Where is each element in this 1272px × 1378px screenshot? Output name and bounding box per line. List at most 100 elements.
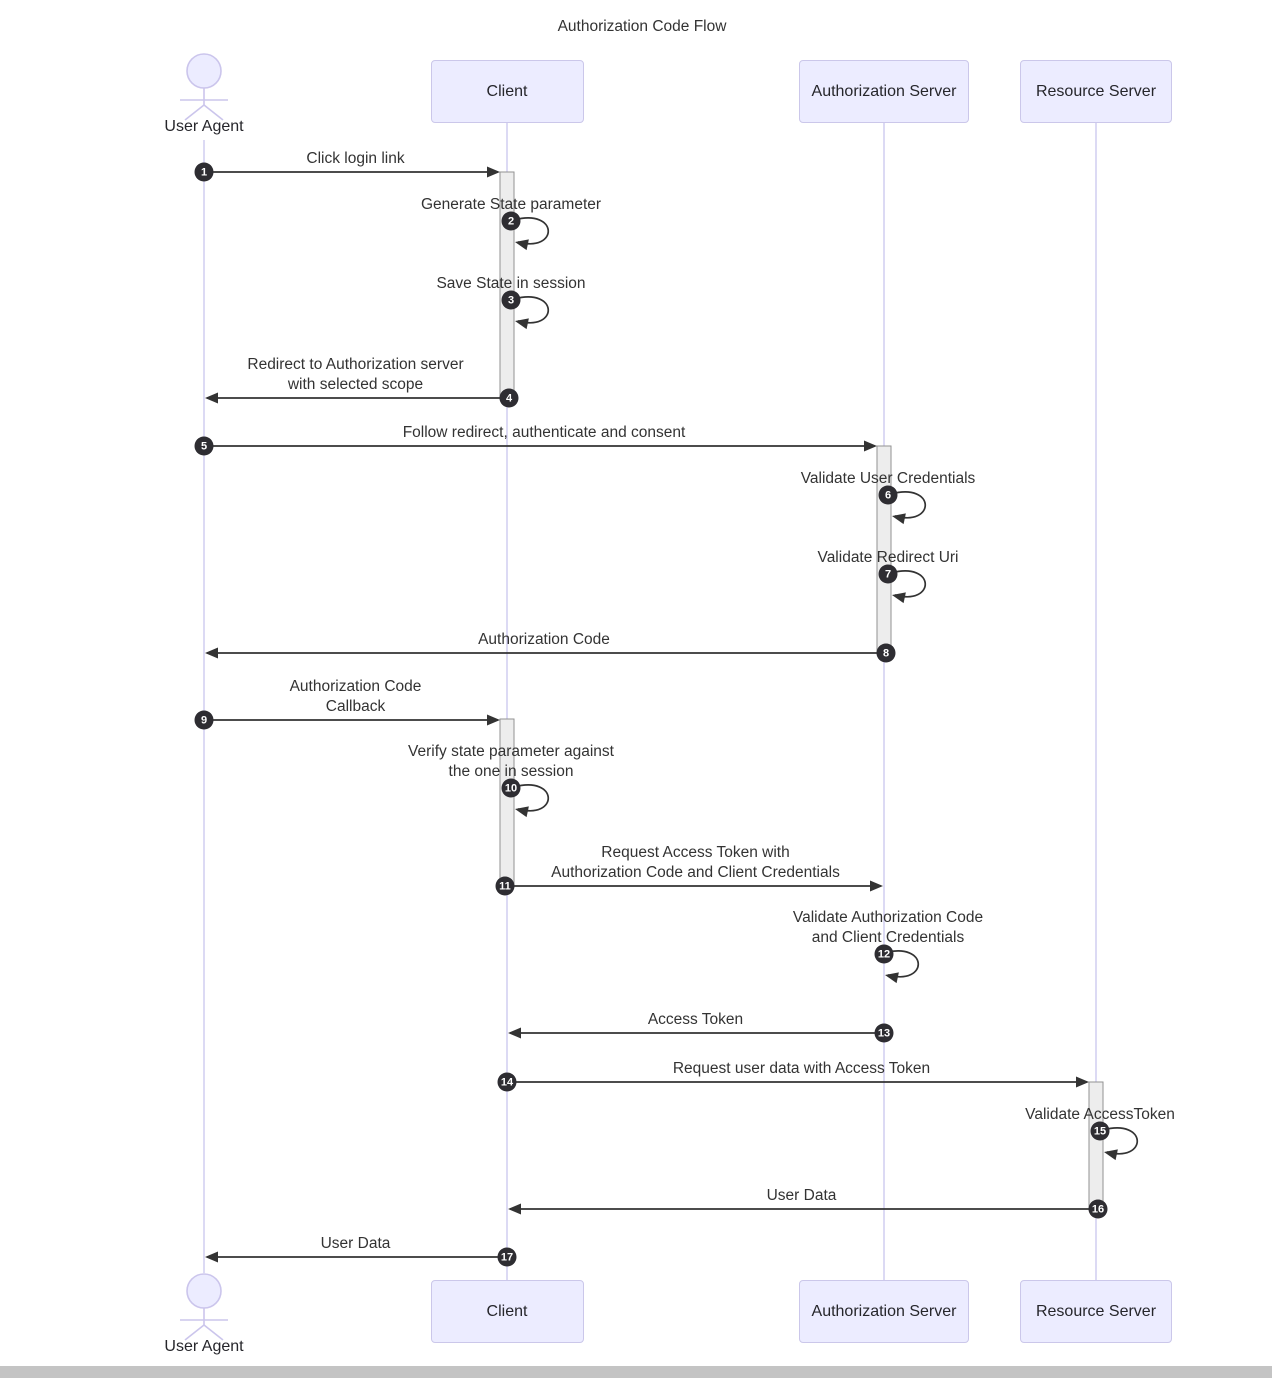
horizontal-scrollbar-track xyxy=(0,1366,1272,1378)
message-arrowhead-1 xyxy=(487,166,500,178)
sequence-number-badge xyxy=(495,876,515,896)
self-message-arrowhead-12 xyxy=(885,972,899,984)
actor-figure-top-leg xyxy=(203,104,224,121)
sequence-number: 16 xyxy=(1092,1204,1104,1216)
sequence-number: 12 xyxy=(878,949,890,961)
sequence-number-badge xyxy=(1090,1121,1110,1141)
self-message-arrowhead-2 xyxy=(515,239,529,251)
participant-box-client-bottom: Client xyxy=(430,1280,584,1343)
message-label-13: Access Token xyxy=(648,1010,743,1030)
sequence-number-badge xyxy=(194,436,214,456)
sequence-number: 4 xyxy=(506,393,513,405)
message-label-line: Save State in session xyxy=(436,274,586,292)
message-arrowhead-8 xyxy=(205,647,218,659)
participant-label: Client xyxy=(486,82,528,100)
message-arrowhead-14 xyxy=(1076,1076,1089,1088)
message-label-line: Authorization Code xyxy=(478,630,610,648)
message-label-line: Verify state parameter against xyxy=(408,743,614,760)
self-message-loop-2 xyxy=(513,217,550,245)
sequence-number: 7 xyxy=(885,569,891,581)
sequence-number-badge xyxy=(194,162,214,182)
self-message-loop-6 xyxy=(890,491,927,519)
self-message-arrowhead-15 xyxy=(1104,1149,1118,1161)
sequence-number-badge xyxy=(876,643,896,663)
message-label-17: User Data xyxy=(321,1234,391,1254)
message-label-line: Validate Authorization Code xyxy=(792,909,984,926)
self-message-loop-10 xyxy=(513,784,550,812)
sequence-number-badge xyxy=(501,778,521,798)
participant-box-client-top: Client xyxy=(430,60,584,123)
sequence-number: 9 xyxy=(201,715,207,727)
message-label-line: Request user data with Access Token xyxy=(672,1059,931,1077)
message-label-line: and Client Credentials xyxy=(811,928,965,946)
diagram-title: Authorization Code Flow xyxy=(557,18,727,35)
participant-box-auth-server-top: Authorization Server xyxy=(799,60,969,123)
sequence-number-badge xyxy=(499,388,519,408)
message-arrowhead-13 xyxy=(508,1027,521,1039)
message-label-line: Authorization Code and Client Credential… xyxy=(551,863,840,881)
message-label-line: User Data xyxy=(766,1186,837,1204)
sequence-number-badge xyxy=(497,1247,517,1267)
actor-figure-top-leg xyxy=(184,104,205,121)
message-arrowhead-9 xyxy=(487,714,500,726)
message-label-line: Click login link xyxy=(306,149,405,167)
actor-label-user-agent-top: User Agent xyxy=(164,118,244,135)
message-label-line: Request Access Token with xyxy=(601,844,790,861)
message-label-line: Access Token xyxy=(647,1010,744,1028)
message-label-14: Request user data with Access Token xyxy=(673,1059,930,1079)
sequence-number-badge xyxy=(878,564,898,584)
participant-label: Resource Server xyxy=(1035,82,1157,100)
actor-figure-bottom-leg xyxy=(184,1324,205,1341)
message-arrowhead-16 xyxy=(508,1203,521,1215)
sequence-number-badge xyxy=(1088,1199,1108,1219)
actor-figure-bottom-leg xyxy=(203,1324,224,1341)
sequence-number: 11 xyxy=(499,881,511,893)
message-label-line: Validate AccessToken xyxy=(1025,1105,1175,1123)
message-label-5: Follow redirect, authenticate and consen… xyxy=(403,423,686,443)
self-message-arrowhead-7 xyxy=(892,592,906,604)
message-label-16: User Data xyxy=(767,1186,837,1206)
message-label-line: Callback xyxy=(325,697,386,715)
message-label-3: Save State in session xyxy=(436,274,585,294)
self-message-arrowhead-6 xyxy=(892,513,906,525)
sequence-number: 2 xyxy=(508,216,514,228)
self-message-loop-15 xyxy=(1102,1127,1139,1155)
message-label-6: Validate User Credentials xyxy=(801,469,976,489)
message-label-line: Validate User Credentials xyxy=(800,469,976,487)
sequence-number: 1 xyxy=(201,167,207,179)
sequence-number: 15 xyxy=(1094,1126,1106,1138)
horizontal-scrollbar-thumb[interactable] xyxy=(0,1366,1272,1378)
message-label-1: Click login link xyxy=(306,149,404,169)
sequence-number-badge xyxy=(878,485,898,505)
message-label-12: Validate Authorization Code and Client Cr… xyxy=(793,908,983,947)
self-message-arrowhead-3 xyxy=(515,318,529,330)
message-arrowhead-11 xyxy=(870,880,883,892)
participant-label: Authorization Server xyxy=(811,82,957,100)
message-label-line: Generate State parameter xyxy=(420,195,602,213)
participant-label: Authorization Server xyxy=(811,1302,957,1320)
sequence-number: 10 xyxy=(505,783,517,795)
self-message-arrowhead-10 xyxy=(515,806,529,818)
message-label-line: Authorization Code xyxy=(289,678,422,695)
message-label-line: User Data xyxy=(320,1234,391,1252)
sequence-number: 3 xyxy=(508,295,514,307)
message-arrowhead-5 xyxy=(864,440,877,452)
sequence-number: 5 xyxy=(201,441,207,453)
sequence-number: 14 xyxy=(501,1077,514,1089)
message-label-8: Authorization Code xyxy=(478,630,610,650)
actor-label-user-agent-bottom: User Agent xyxy=(164,1338,244,1355)
sequence-number: 13 xyxy=(878,1028,890,1040)
message-label-line: the one in session xyxy=(448,762,574,780)
sequence-number-badge xyxy=(874,944,894,964)
participant-box-auth-server-bottom: Authorization Server xyxy=(799,1280,969,1343)
sequence-number-badge xyxy=(874,1023,894,1043)
participant-label: Client xyxy=(486,1302,528,1320)
message-label-line: Redirect to Authorization server xyxy=(247,356,464,373)
self-message-loop-7 xyxy=(890,570,927,598)
message-label-line: Follow redirect, authenticate and consen… xyxy=(402,423,686,441)
